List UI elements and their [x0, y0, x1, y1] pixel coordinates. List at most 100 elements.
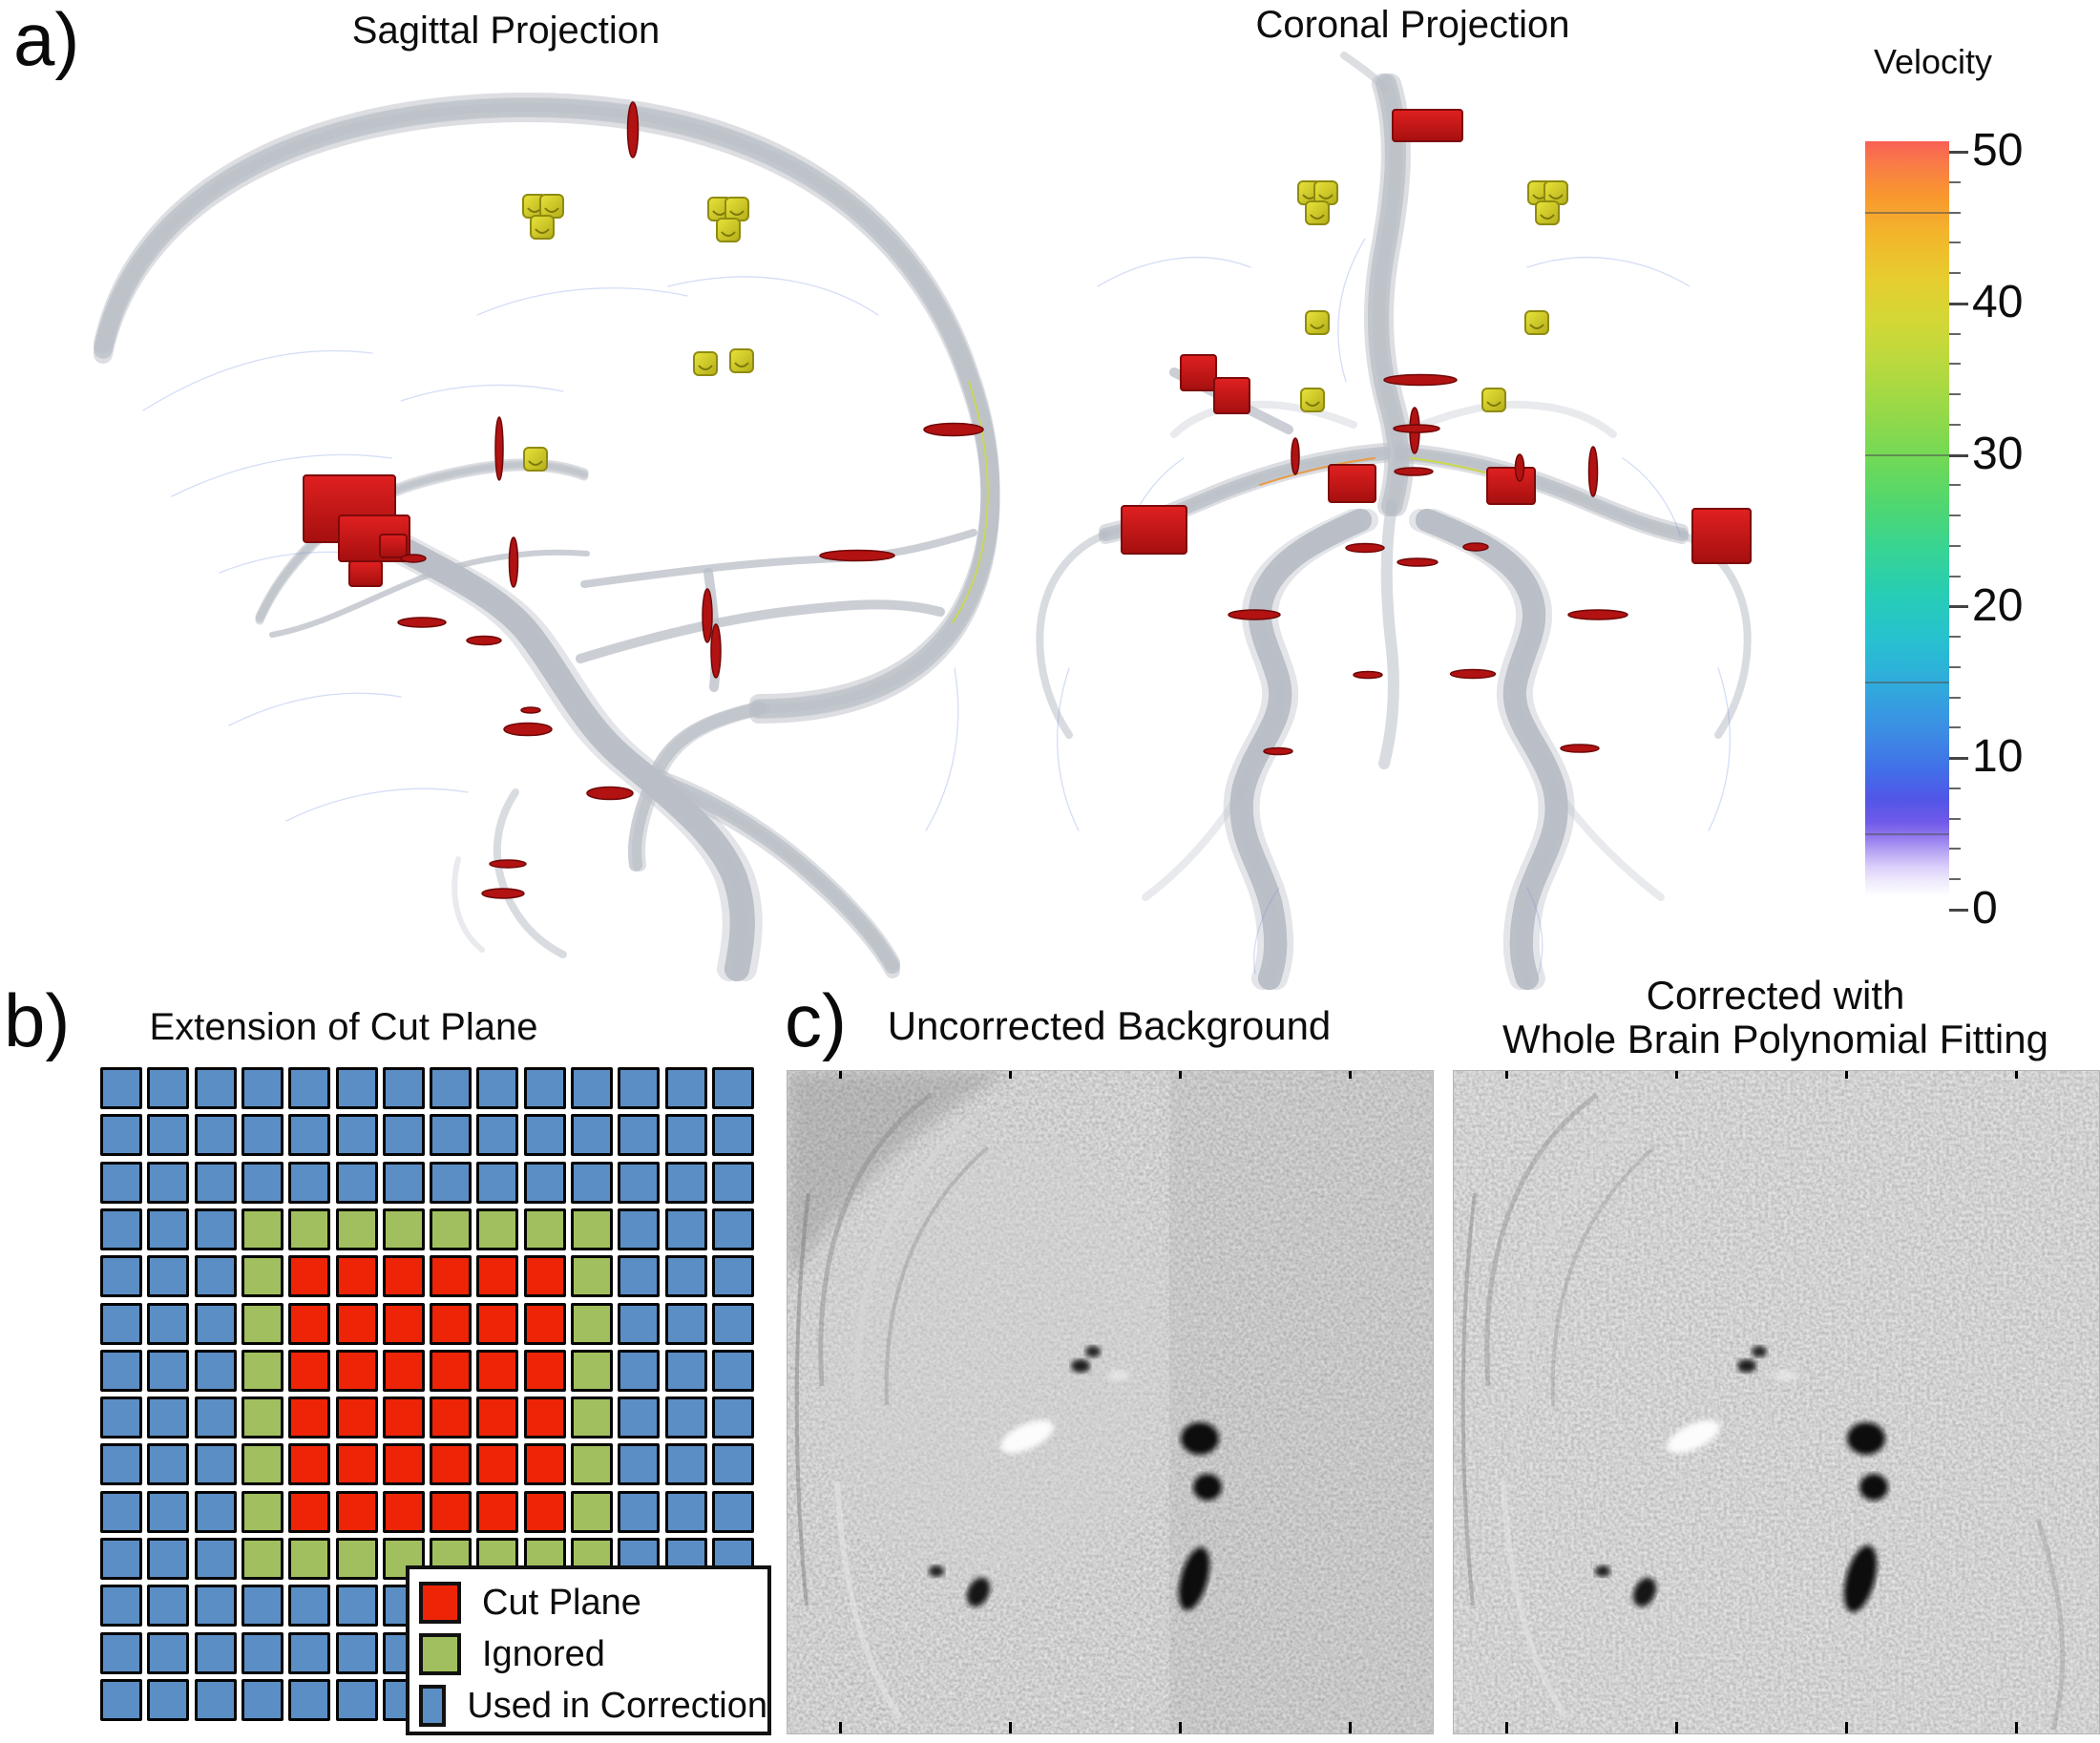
- static-tissue-cube: [539, 194, 564, 219]
- grid-cell-used-in-correction: [711, 1255, 754, 1298]
- grid-cell-used-in-correction: [241, 1161, 284, 1204]
- grid-cell-used-in-correction: [335, 1067, 378, 1109]
- grid-cell-cut-plane: [523, 1255, 566, 1298]
- grid-cell-used-in-correction: [100, 1208, 142, 1250]
- grid-cell-used-in-correction: [711, 1161, 754, 1204]
- grid-cell-used-in-correction: [241, 1114, 284, 1157]
- grid-cell-cut-plane: [430, 1396, 472, 1439]
- colorbar-tick: [1949, 817, 1961, 820]
- grid-cell-used-in-correction: [147, 1161, 190, 1204]
- grid-cell-ignored: [288, 1208, 331, 1250]
- grid-cell-cut-plane: [430, 1302, 472, 1345]
- grid-cell-used-in-correction: [618, 1302, 661, 1345]
- grid-cell-ignored: [241, 1490, 284, 1533]
- grid-cell-ignored: [571, 1302, 613, 1345]
- grid-cell-used-in-correction: [288, 1631, 331, 1674]
- corrected-title-line1: Corrected with: [1646, 973, 1905, 1018]
- cut-plane-marker: [1392, 109, 1463, 142]
- cut-plane-disc: [397, 617, 447, 628]
- grid-cell-cut-plane: [335, 1349, 378, 1392]
- legend-row-used: Used in Correction: [419, 1680, 767, 1732]
- grid-cell-cut-plane: [382, 1443, 425, 1486]
- grid-cell-used-in-correction: [382, 1114, 425, 1157]
- grid-cell-used-in-correction: [241, 1585, 284, 1628]
- vascular-projections-canvas: [94, 52, 1752, 990]
- grid-cell-cut-plane: [430, 1255, 472, 1298]
- grid-cell-cut-plane: [288, 1490, 331, 1533]
- grid-cell-used-in-correction: [476, 1161, 519, 1204]
- cut-plane-disc: [1393, 424, 1440, 433]
- grid-cell-used-in-correction: [523, 1114, 566, 1157]
- grid-cell-used-in-correction: [335, 1585, 378, 1628]
- grid-cell-used-in-correction: [618, 1490, 661, 1533]
- grid-cell-used-in-correction: [288, 1161, 331, 1204]
- grid-cell-used-in-correction: [523, 1067, 566, 1109]
- grid-cell-ignored: [382, 1208, 425, 1250]
- grid-cell-ignored: [476, 1208, 519, 1250]
- cut-plane-disc: [481, 888, 525, 899]
- grid-cell-used-in-correction: [194, 1255, 237, 1298]
- grid-cell-ignored: [571, 1396, 613, 1439]
- colorbar-tick: [1949, 514, 1961, 517]
- grid-cell-used-in-correction: [147, 1302, 190, 1345]
- grid-cell-used-in-correction: [430, 1067, 472, 1109]
- coronal-title: Coronal Projection: [1255, 4, 1570, 46]
- panel-b-label: b): [4, 978, 71, 1062]
- grid-cell-used-in-correction: [664, 1161, 707, 1204]
- grid-cell-used-in-correction: [430, 1114, 472, 1157]
- colorbar-tick: [1949, 151, 1968, 154]
- grid-cell-ignored: [241, 1538, 284, 1580]
- grid-cell-used-in-correction: [664, 1067, 707, 1109]
- grid-cell-used-in-correction: [100, 1067, 142, 1109]
- grid-cell-used-in-correction: [476, 1067, 519, 1109]
- grid-cell-ignored: [571, 1208, 613, 1250]
- grid-cell-used-in-correction: [618, 1349, 661, 1392]
- cut-plane-disc: [1228, 609, 1281, 620]
- grid-cell-used-in-correction: [571, 1161, 613, 1204]
- grid-cell-used-in-correction: [711, 1302, 754, 1345]
- legend-label: Used in Correction: [467, 1685, 767, 1726]
- bright-brain-region: [807, 1133, 1179, 1582]
- colorbar-tick-label: 40: [1972, 277, 2024, 327]
- colorbar-tick: [1949, 909, 1968, 912]
- grid-cell-used-in-correction: [288, 1585, 331, 1628]
- cut-plane-disc: [503, 722, 553, 737]
- sagittal-title: Sagittal Projection: [351, 10, 661, 52]
- grid-cell-used-in-correction: [147, 1585, 190, 1628]
- cut-plane-disc: [1567, 609, 1628, 620]
- grid-cell-used-in-correction: [382, 1067, 425, 1109]
- colorbar-tick: [1949, 180, 1961, 183]
- grid-cell-used-in-correction: [194, 1161, 237, 1204]
- grid-cell-cut-plane: [476, 1349, 519, 1392]
- grid-cell-used-in-correction: [194, 1302, 237, 1345]
- grid-cell-ignored: [571, 1349, 613, 1392]
- static-tissue-cube: [1300, 388, 1325, 412]
- colorbar-tick: [1949, 242, 1961, 244]
- grid-cell-used-in-correction: [100, 1538, 142, 1580]
- grid-cell-used-in-correction: [194, 1490, 237, 1533]
- cut-plane-marker: [379, 534, 408, 558]
- legend-label: Cut Plane: [482, 1582, 641, 1623]
- grid-cell-used-in-correction: [571, 1067, 613, 1109]
- grid-cell-cut-plane: [523, 1302, 566, 1345]
- corrected-background-image: [1453, 1070, 2100, 1734]
- cut-plane-disc: [1263, 746, 1293, 756]
- grid-cell-cut-plane: [523, 1490, 566, 1533]
- grid-cell-used-in-correction: [241, 1678, 284, 1721]
- cut-plane-disc: [494, 416, 504, 481]
- grid-cell-used-in-correction: [664, 1349, 707, 1392]
- grid-cell-cut-plane: [382, 1490, 425, 1533]
- static-tissue-cube: [729, 348, 754, 373]
- grid-cell-cut-plane: [335, 1255, 378, 1298]
- grid-cell-ignored: [571, 1255, 613, 1298]
- grid-cell-used-in-correction: [147, 1255, 190, 1298]
- grid-cell-ignored: [241, 1396, 284, 1439]
- grid-cell-used-in-correction: [618, 1443, 661, 1486]
- cut-plane-marker: [1691, 508, 1752, 564]
- grid-cell-ignored: [571, 1490, 613, 1533]
- cut-plane-disc: [520, 706, 541, 714]
- cut-plane-disc: [923, 422, 984, 437]
- cut-plane-disc: [1345, 542, 1385, 554]
- grid-cell-used-in-correction: [241, 1067, 284, 1109]
- grid-cell-cut-plane: [335, 1490, 378, 1533]
